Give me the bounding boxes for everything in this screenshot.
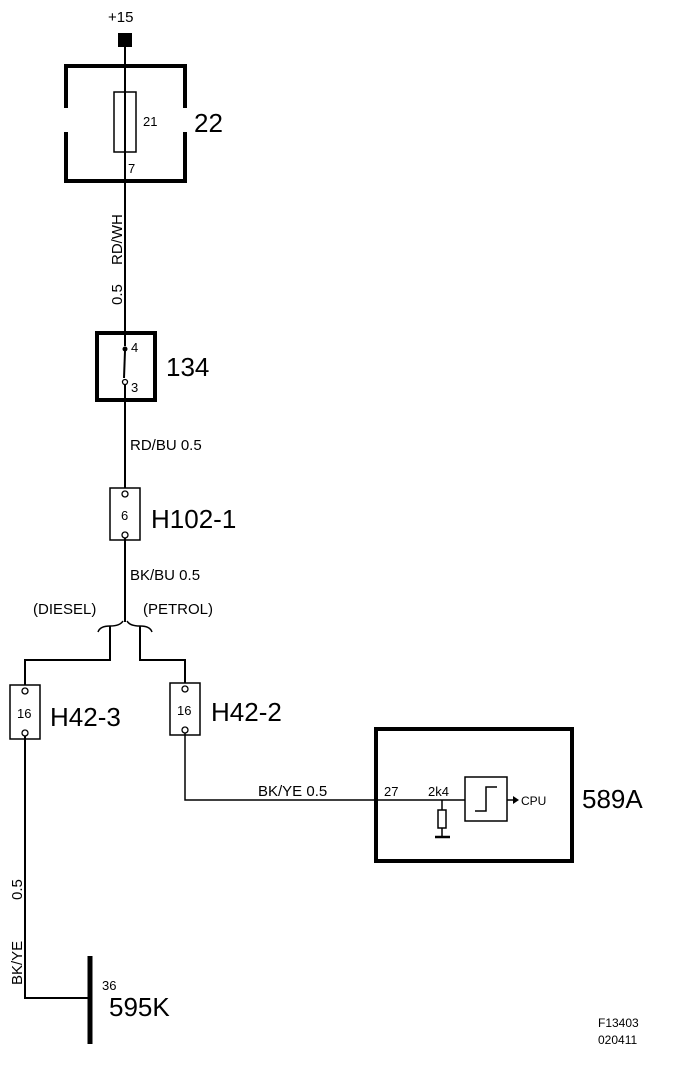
connector-h42-3-pin-bottom xyxy=(21,729,29,737)
switch-contact-top xyxy=(122,346,128,352)
cpu-arrow-icon xyxy=(513,796,519,804)
wire5-gauge: 0.5 xyxy=(9,879,26,900)
figure-date: 020411 xyxy=(598,1033,637,1047)
connector-h102-pin-bottom xyxy=(121,531,129,539)
fuse-number: 21 xyxy=(143,114,157,129)
switch-blade xyxy=(123,350,126,379)
module-output-label: CPU xyxy=(521,794,546,808)
wire-petrol-branch xyxy=(139,626,186,684)
connector-h102-1: 6 H102-1 xyxy=(109,487,236,541)
figure-code: F13403 xyxy=(598,1016,639,1030)
wire-h42-3-to-ground xyxy=(24,736,90,999)
fusebox-pin: 7 xyxy=(128,161,135,176)
module-pin: 27 xyxy=(384,784,398,799)
module-resistor-value: 2k4 xyxy=(428,784,449,799)
variant-petrol: (PETROL) xyxy=(143,601,213,618)
connector-h102-pin: 6 xyxy=(121,508,128,523)
ground-id: 595K xyxy=(109,992,170,1022)
module-frame xyxy=(374,727,574,863)
supply-terminal xyxy=(118,33,132,47)
wire1-gauge: 0.5 xyxy=(109,284,126,305)
wire2-label: RD/BU 0.5 xyxy=(130,437,202,454)
switch-id: 134 xyxy=(166,352,209,382)
connector-h42-3-pin-top xyxy=(21,687,29,695)
schmitt-trigger-icon xyxy=(475,786,497,812)
wire-h42-2-to-module xyxy=(184,733,442,801)
fusebox: 21 7 22 xyxy=(64,64,223,183)
supply-label: +15 xyxy=(108,9,133,26)
connector-h102-pin-top xyxy=(121,490,129,498)
switch-pin-top: 4 xyxy=(131,340,138,355)
wire5-color: BK/YE xyxy=(9,941,26,985)
fusebox-id: 22 xyxy=(194,108,223,138)
connector-h42-3: 16 H42-3 xyxy=(9,684,121,740)
ground-595k: 36 595K xyxy=(87,956,170,1044)
connector-h102-id: H102-1 xyxy=(151,504,236,534)
wire-diesel-branch xyxy=(24,626,111,686)
resistor-symbol xyxy=(437,809,447,829)
connector-h42-2: 16 H42-2 xyxy=(169,682,282,736)
module-id: 589A xyxy=(582,784,643,814)
connector-h42-2-id: H42-2 xyxy=(211,697,282,727)
connector-h42-3-pin: 16 xyxy=(17,706,31,721)
switch: 4 3 134 xyxy=(95,331,209,402)
connector-h42-2-pin-top xyxy=(181,685,189,693)
switch-pin-bottom: 3 xyxy=(131,380,138,395)
connector-h42-3-id: H42-3 xyxy=(50,702,121,732)
wire3-label: BK/BU 0.5 xyxy=(130,567,200,584)
connector-h42-2-pin: 16 xyxy=(177,703,191,718)
connector-h42-2-pin-bottom xyxy=(181,726,189,734)
variant-diesel: (DIESEL) xyxy=(33,601,96,618)
switch-contact-bottom xyxy=(121,378,129,386)
module-589a: 27 2k4 CPU 589A xyxy=(374,727,643,863)
wire4-label: BK/YE 0.5 xyxy=(258,783,327,800)
wire1-color: RD/WH xyxy=(109,214,126,265)
ground-pin: 36 xyxy=(102,978,116,993)
